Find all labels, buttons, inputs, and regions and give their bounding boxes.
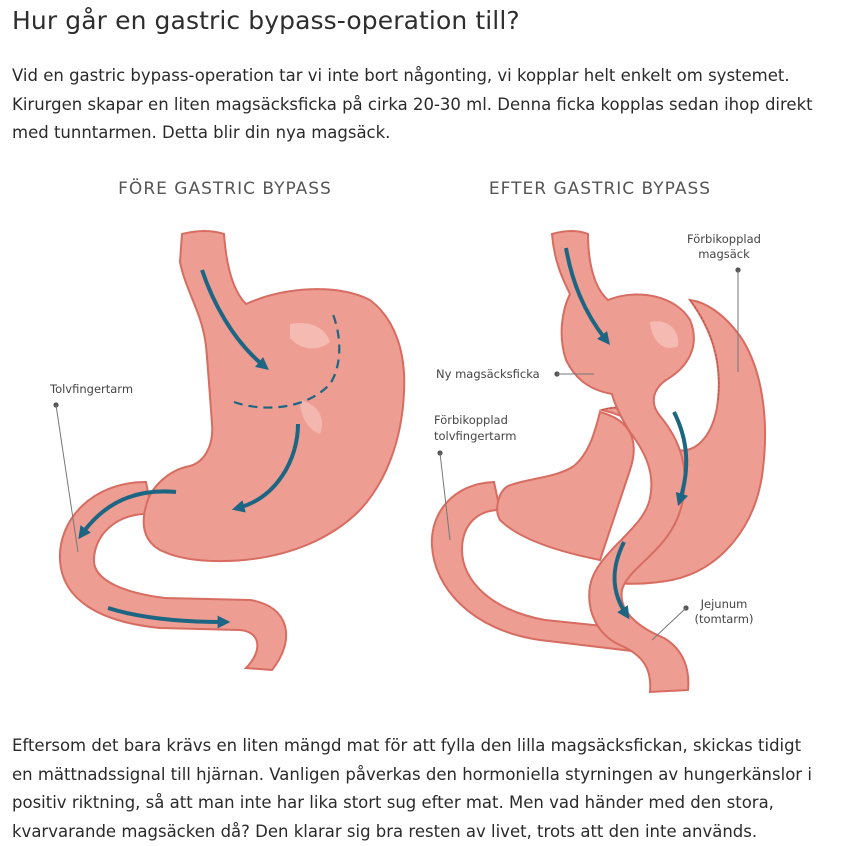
label-forbikopplad-tolvfingertarm: tolvfingertarm — [434, 429, 516, 443]
before-arrow — [107, 606, 231, 629]
outro-line: Eftersom det bara krävs en liten mängd m… — [12, 736, 802, 755]
outro-line: positiv riktning, så att man inte har li… — [12, 793, 774, 812]
after-arrow — [612, 541, 630, 620]
after-arrow — [672, 411, 689, 507]
after-arrow — [564, 247, 610, 346]
label-forbikopplad-magsack: magsäck — [698, 247, 750, 261]
leader-line — [439, 452, 451, 541]
intro-line: Vid en gastric bypass-operation tar vi i… — [12, 66, 790, 85]
label-tolvfingertarm: Tolvfingertarm — [49, 382, 133, 396]
label-jejunum: Jejunum — [700, 597, 748, 611]
after-pouch-highlight — [650, 321, 679, 348]
gastric-bypass-diagram: FÖRE GASTRIC BYPASS Tolvfingertarm EFTER… — [49, 177, 767, 694]
before-arrow — [231, 423, 300, 513]
intro-line: med tunntarmen. Detta blir din nya magsä… — [12, 123, 391, 142]
before-illustration: FÖRE GASTRIC BYPASS Tolvfingertarm — [49, 177, 406, 672]
outro-line: kvarvarande magsäcken då? Den klarar sig… — [12, 821, 758, 841]
after-heading: EFTER GASTRIC BYPASS — [489, 179, 711, 199]
intro-line: Kirurgen skapar en liten magsäcksficka p… — [12, 94, 813, 114]
before-arrow — [78, 489, 177, 540]
label-forbikopplad-magsack: Förbikopplad — [687, 232, 761, 246]
outro-line: en mättnadssignal till hjärnan. Vanligen… — [12, 764, 812, 784]
intro-paragraph: Vid en gastric bypass-operation tar vi i… — [12, 62, 848, 148]
before-heading: FÖRE GASTRIC BYPASS — [118, 177, 332, 199]
label-jejunum: (tomtarm) — [694, 612, 753, 626]
before-cut-line — [233, 311, 341, 409]
label-forbikopplad-tolvfingertarm: Förbikopplad — [434, 413, 508, 427]
after-staple-line — [689, 299, 720, 401]
page-title: Hur går en gastric bypass-operation till… — [12, 6, 520, 35]
after-new-pouch — [550, 230, 695, 694]
leader-line — [651, 607, 687, 641]
after-bypassed-duodenum — [430, 480, 644, 654]
label-ny-magsacksficka: Ny magsäcksficka — [436, 367, 540, 381]
before-arrow — [200, 269, 269, 371]
before-stomach — [142, 230, 406, 563]
leader-line — [55, 404, 79, 553]
before-stomach-highlight — [300, 400, 322, 434]
before-stomach-highlight — [290, 322, 330, 349]
after-stomach-body — [496, 410, 635, 562]
outro-paragraph: Eftersom det bara krävs en liten mängd m… — [12, 732, 848, 846]
after-illustration: EFTER GASTRIC BYPASS Förbikopplad magsäc… — [430, 179, 767, 694]
